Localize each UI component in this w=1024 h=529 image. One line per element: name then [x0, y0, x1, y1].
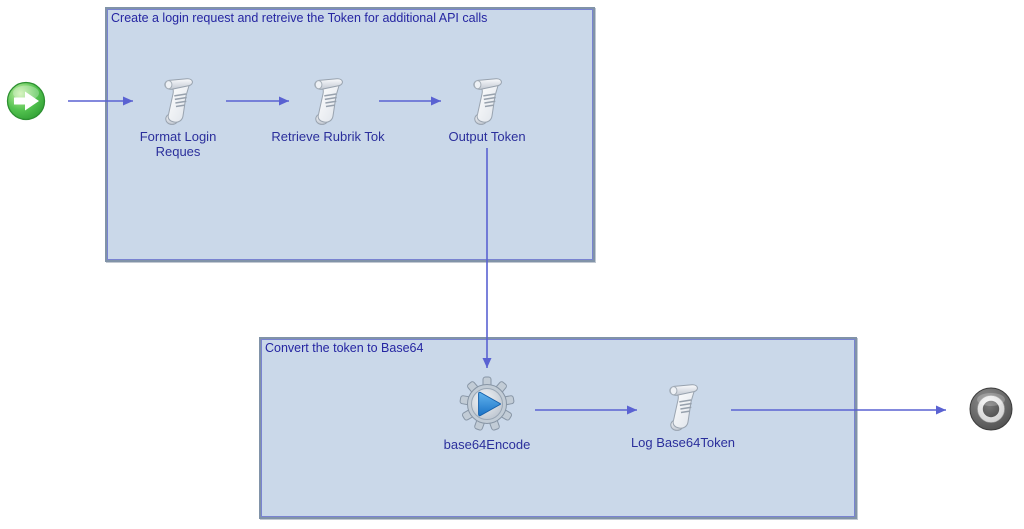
task-node-log-base64token[interactable]: Log Base64Token [613, 384, 753, 451]
action-gear-icon[interactable] [459, 376, 515, 432]
start-arrow-icon[interactable] [6, 81, 46, 121]
task-node-format-login-request[interactable]: Format Login Reques [118, 78, 238, 159]
scriptable-task-icon[interactable] [468, 78, 506, 126]
note-title: Create a login request and retreive the … [111, 11, 488, 25]
end-target-icon[interactable] [968, 386, 1014, 432]
action-node-base64encode[interactable]: base64Encode [417, 376, 557, 453]
task-node-retrieve-rubrik-token[interactable]: Retrieve Rubrik Tok [253, 78, 403, 145]
scriptable-task-icon[interactable] [664, 384, 702, 432]
task-label: Output Token [448, 129, 526, 144]
note-title: Convert the token to Base64 [265, 341, 424, 355]
task-node-output-token[interactable]: Output Token [412, 78, 562, 145]
workflow-start-node[interactable] [6, 81, 46, 121]
task-label: Retrieve Rubrik Tok [271, 129, 385, 144]
note-login-request[interactable]: Create a login request and retreive the … [105, 7, 595, 262]
note-convert-base64[interactable]: Convert the token to Base64 [259, 337, 857, 519]
task-label: Log Base64Token [630, 435, 736, 450]
scriptable-task-icon[interactable] [309, 78, 347, 126]
task-label: Format Login Reques [139, 129, 217, 159]
task-label: base64Encode [443, 437, 531, 452]
workflow-end-node[interactable] [968, 386, 1014, 432]
scriptable-task-icon[interactable] [159, 78, 197, 126]
